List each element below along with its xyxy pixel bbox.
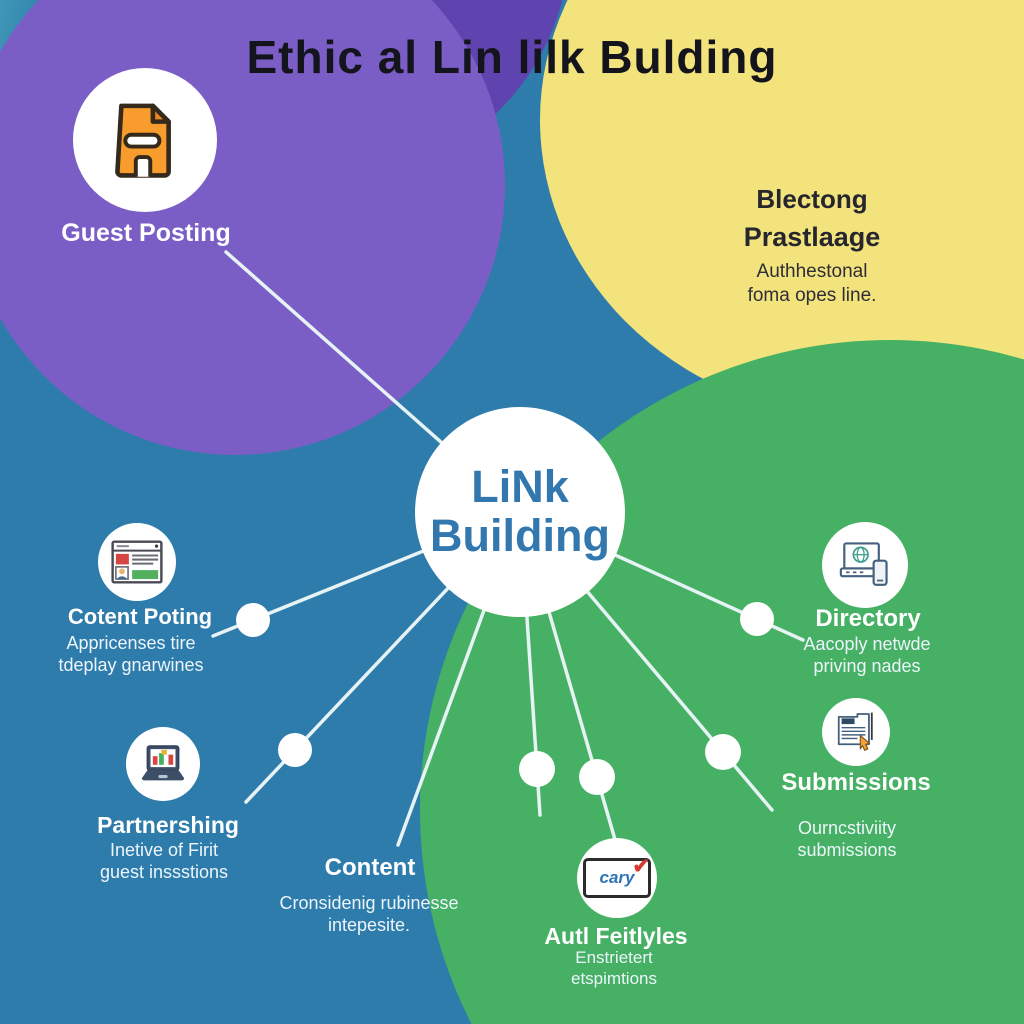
autl-feitlyles-description: Enstrietert etspimtions — [571, 948, 657, 988]
background-circle-purple-light — [0, 0, 505, 455]
center-hub-text: LiNk Building — [430, 463, 610, 560]
autl-feitlyles-label: Autl Feitlyles — [544, 923, 688, 949]
electong-text-block: Blectong Prastlaage Authhestonal foma op… — [744, 184, 881, 308]
guest-posting-label: Guest Posting — [61, 219, 231, 247]
document-cursor-icon — [837, 712, 873, 751]
electong-title1: Blectong — [756, 184, 868, 214]
submissions-description: Ourncstiviity submissions — [797, 818, 897, 860]
guest-posting-node — [73, 68, 217, 212]
connector-node-dot — [579, 759, 615, 795]
partnershing-node — [126, 727, 200, 801]
content-label: Content — [324, 854, 416, 881]
directory-label: Directory — [815, 605, 921, 632]
connector-node-dot — [236, 603, 270, 637]
submissions-label: Submissions — [781, 769, 931, 796]
checkmark-icon: ✔ — [632, 855, 650, 878]
content-description: Cronsidenig rubinesse intepesite. — [279, 893, 459, 935]
cary-logo-text: cary — [599, 868, 635, 887]
partnershing-description: Inetive of Firit guest inssstions — [99, 840, 229, 882]
cotent-poting-label: Cotent Poting — [67, 604, 213, 629]
webpage-profile-icon — [111, 540, 163, 584]
cotent-poting-description: Appricenses tire tdeplay gnarwines — [58, 633, 204, 675]
laptop-globe-icon — [839, 542, 888, 586]
laptop-chart-icon — [141, 745, 185, 781]
connector-node-dot — [278, 733, 312, 767]
electong-description: Authhestonal foma opes line. — [747, 261, 877, 306]
submissions-node — [822, 698, 890, 766]
autl-feitlyles-node: cary ✔ — [577, 838, 657, 918]
cary-logo: cary ✔ — [583, 855, 651, 898]
page-title: Ethic al Lin lilk Bulding — [246, 31, 778, 83]
electong-title2: Prastlaage — [743, 222, 881, 252]
connector-node-dot — [740, 602, 774, 636]
partnershing-label: Partnershing — [97, 812, 239, 838]
directory-description: Aacoply netwde priving nades — [803, 634, 931, 676]
cotent-poting-node — [98, 523, 176, 601]
connector-node-dot — [705, 734, 741, 770]
center-hub-line2: Building — [430, 510, 610, 561]
document-icon — [115, 103, 171, 178]
center-hub-line1: LiNk — [471, 461, 569, 513]
connector-node-dot — [519, 751, 555, 787]
center-hub-circle: LiNk Building — [415, 407, 625, 617]
directory-node — [822, 522, 908, 608]
